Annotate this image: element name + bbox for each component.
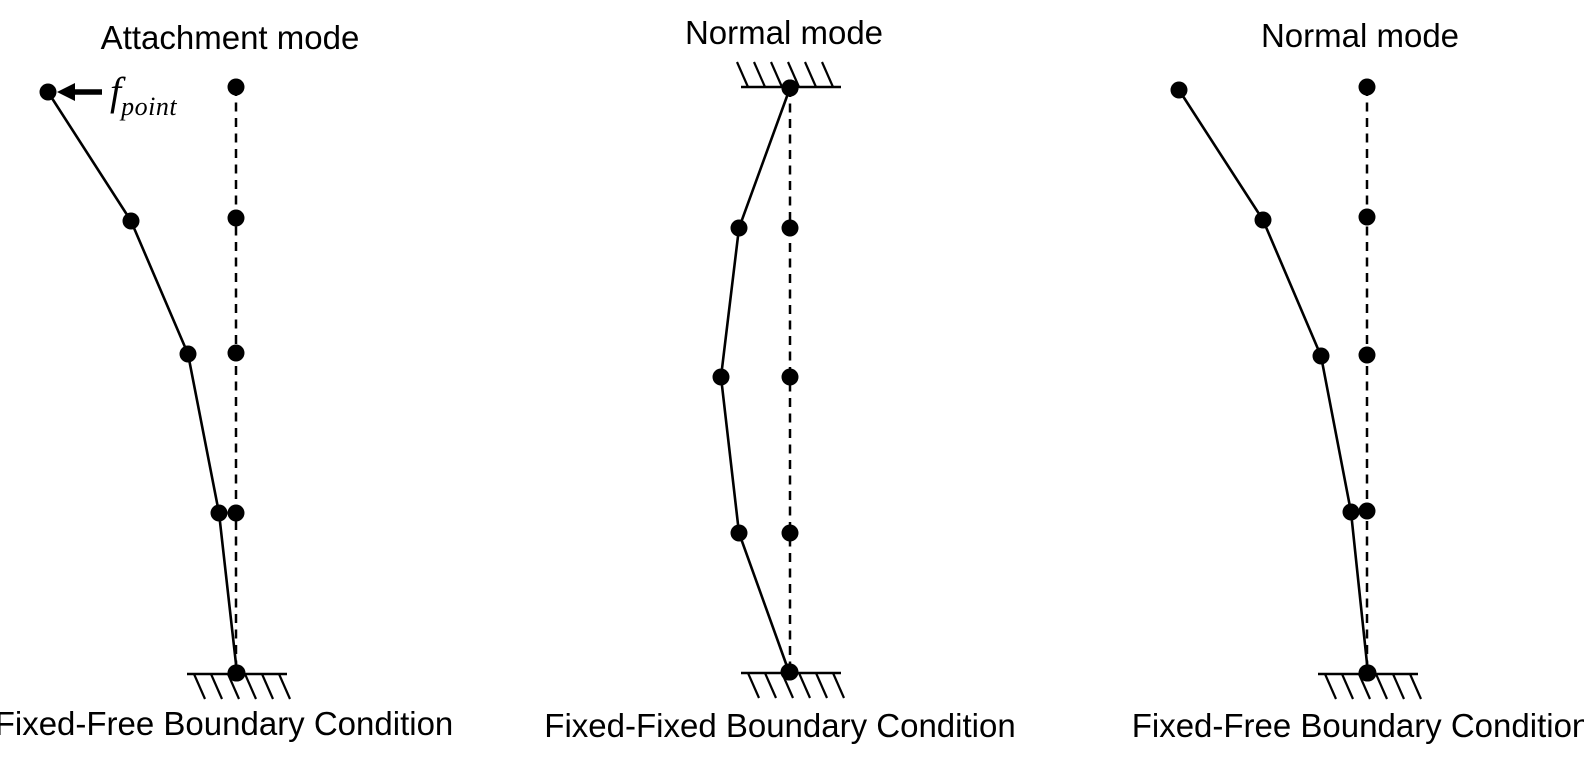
panel-2	[1170, 78, 1423, 700]
force-symbol: f	[110, 69, 122, 114]
mode-shape-curve	[719, 87, 792, 673]
axis-node-dot	[1358, 346, 1376, 364]
axis-node-dot	[227, 344, 245, 362]
axis-node-dot	[781, 524, 799, 542]
curve-node-dot	[1359, 664, 1377, 682]
axis-node-dot	[1358, 502, 1376, 520]
force-arrow	[57, 83, 102, 101]
mode-shape-curve	[1177, 89, 1370, 674]
force-subscript: point	[121, 92, 178, 121]
force-point-label: fpoint	[110, 72, 177, 122]
curve-node-dot	[730, 524, 748, 542]
curve-node-dot	[39, 83, 57, 101]
caption-fixed-fixed: Fixed-Fixed Boundary Condition	[544, 707, 1016, 744]
panel-title-attachment-mode: Attachment mode	[100, 19, 360, 56]
curve-node-dot	[1254, 211, 1272, 229]
mode-shape-curve	[46, 91, 239, 674]
curve-node-dot	[712, 368, 730, 386]
curve-node-dot	[730, 219, 748, 237]
axis-node-dot	[781, 368, 799, 386]
curve-node-dot	[781, 79, 799, 97]
curve-node-dot	[179, 345, 197, 363]
axis-node-dot	[1358, 208, 1376, 226]
caption-fixed-free-right: Fixed-Free Boundary Condition	[1131, 707, 1584, 744]
axis-node-dot	[227, 504, 245, 522]
panel-title-normal-mode-fixed-free: Normal mode	[1260, 17, 1460, 54]
curve-node-dot	[1312, 347, 1330, 365]
curve-node-dot	[122, 212, 140, 230]
ground-hatch	[741, 671, 846, 699]
axis-node-dot	[781, 219, 799, 237]
axis-node-dot	[227, 209, 245, 227]
panel-1	[712, 61, 846, 699]
axis-node-dot	[1358, 78, 1376, 96]
curve-node-dot	[1170, 81, 1188, 99]
curve-node-dot	[228, 664, 246, 682]
panel-title-normal-mode-fixed-fixed: Normal mode	[684, 14, 884, 51]
axis-node-dot	[227, 78, 245, 96]
curve-node-dot	[780, 663, 798, 681]
curve-node-dot	[210, 504, 228, 522]
caption-fixed-free-left: Fixed-Free Boundary Condition	[0, 705, 454, 742]
curve-node-dot	[1342, 503, 1360, 521]
panel-0	[39, 78, 292, 700]
